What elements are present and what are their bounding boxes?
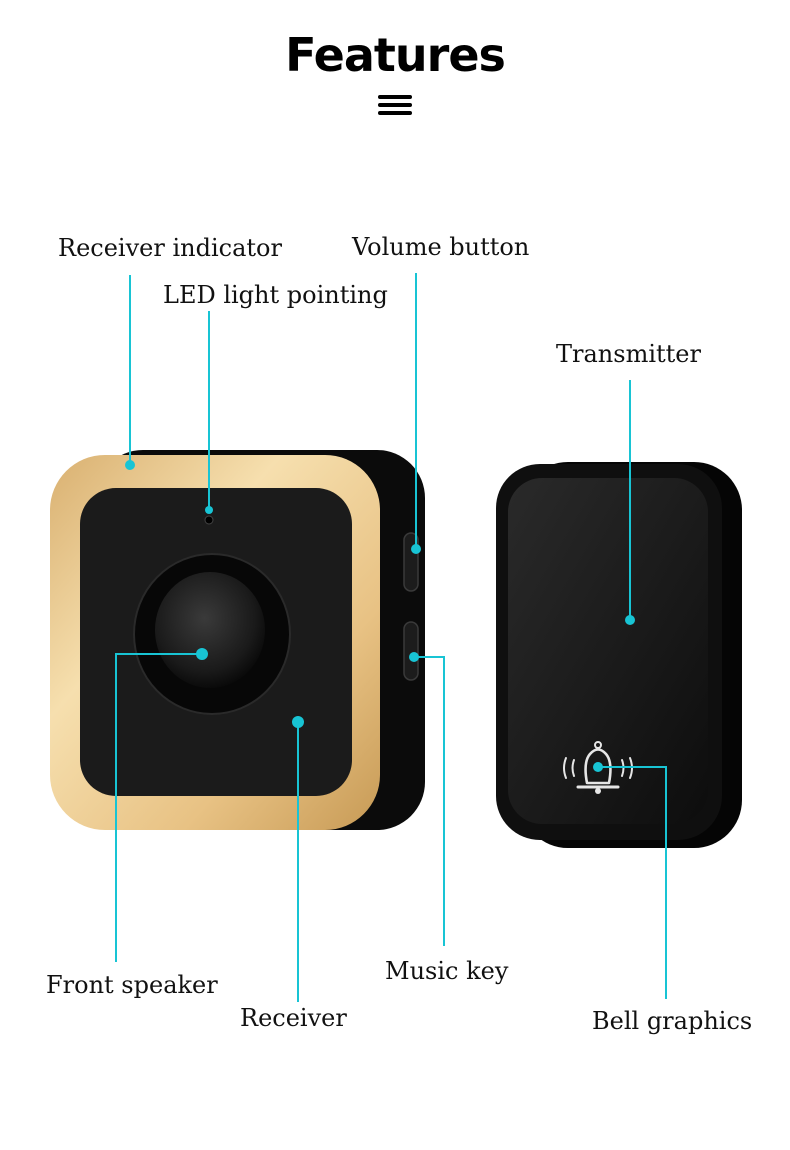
hamburger-icon [378, 95, 412, 117]
receiver-label: Receiver [240, 1004, 347, 1032]
music-key-label: Music key [385, 957, 509, 985]
volume-button-label: Volume button [352, 233, 530, 261]
front-speaker-label: Front speaker [46, 971, 218, 999]
transmitter-label: Transmitter [556, 340, 701, 368]
receiver-indicator-label: Receiver indicator [58, 234, 282, 262]
bell-icon [563, 741, 633, 794]
receiver-device [50, 450, 425, 830]
leader-lines [115, 273, 667, 1002]
leader-dots [125, 460, 635, 772]
page-title: Features [285, 28, 506, 82]
led-dot [204, 515, 214, 525]
front-speaker-button [155, 572, 265, 688]
bell-graphics-label: Bell graphics [592, 1007, 753, 1035]
transmitter-face [508, 478, 708, 824]
music-key-button [403, 621, 419, 681]
led-light-pointing-label: LED light pointing [163, 281, 388, 309]
transmitter-device [496, 462, 742, 848]
